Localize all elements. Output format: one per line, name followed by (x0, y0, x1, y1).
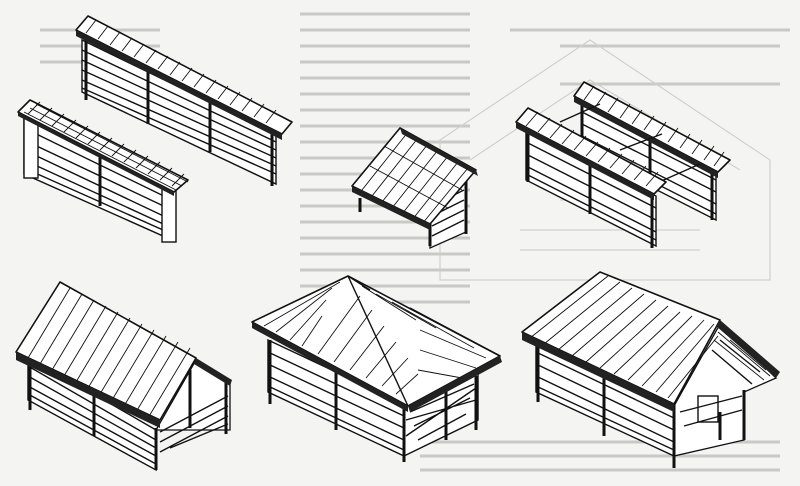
tile-roof-single-rack (17, 99, 189, 243)
large-gable-rack (15, 281, 232, 472)
small-gable-rack (351, 127, 478, 250)
double-rack-open (515, 81, 731, 248)
hip-roof-rack (251, 275, 502, 462)
wall-planks (81, 38, 277, 186)
gable-rack-with-annex (521, 271, 780, 468)
end-post-left (23, 117, 39, 179)
annex-opening (697, 395, 719, 423)
long-single-rack (75, 15, 293, 186)
